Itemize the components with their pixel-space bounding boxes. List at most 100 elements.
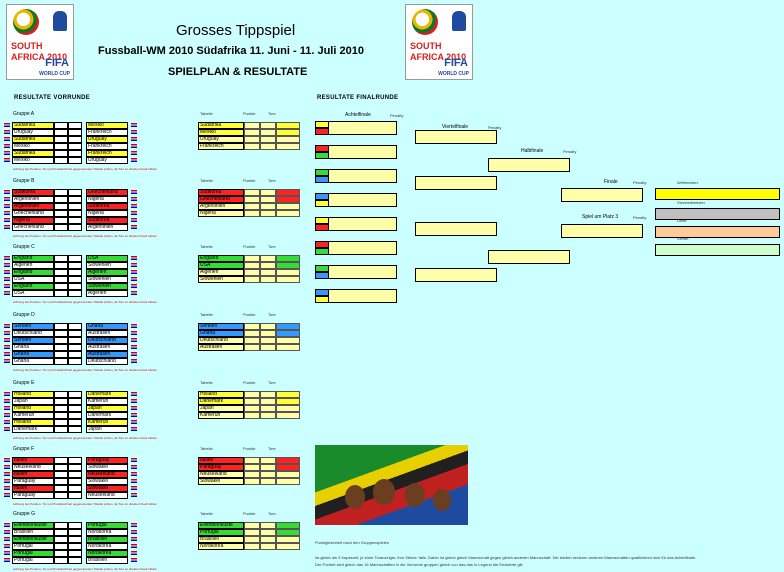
- score-home-input[interactable]: [54, 405, 68, 412]
- score-away-input[interactable]: [68, 196, 82, 203]
- qf-match[interactable]: [415, 222, 497, 236]
- score-away-input[interactable]: [68, 189, 82, 196]
- score-away-input[interactable]: [68, 492, 82, 499]
- score-away-input[interactable]: [68, 412, 82, 419]
- score-home-input[interactable]: [54, 478, 68, 485]
- score-home-input[interactable]: [54, 283, 68, 290]
- score-home-input[interactable]: [54, 522, 68, 529]
- score-home-input[interactable]: [54, 391, 68, 398]
- qf-match[interactable]: [415, 176, 497, 190]
- score-home-input[interactable]: [54, 203, 68, 210]
- score-away-input[interactable]: [68, 543, 82, 550]
- score-away-input[interactable]: [68, 351, 82, 358]
- score-away-input[interactable]: [68, 457, 82, 464]
- score-home-input[interactable]: [54, 492, 68, 499]
- score-home-input[interactable]: [54, 412, 68, 419]
- sf-match[interactable]: [488, 250, 570, 264]
- score-away-input[interactable]: [68, 391, 82, 398]
- qf-match[interactable]: [415, 130, 497, 144]
- score-home-input[interactable]: [54, 290, 68, 297]
- score-away-input[interactable]: [68, 522, 82, 529]
- score-away-input[interactable]: [68, 224, 82, 231]
- score-home-input[interactable]: [54, 426, 68, 433]
- score-away-input[interactable]: [68, 358, 82, 365]
- score-home-input[interactable]: [54, 543, 68, 550]
- score-away-input[interactable]: [68, 136, 82, 143]
- score-home-input[interactable]: [54, 129, 68, 136]
- score-away-input[interactable]: [68, 557, 82, 564]
- score-away-input[interactable]: [68, 398, 82, 405]
- score-away-input[interactable]: [68, 262, 82, 269]
- final-match[interactable]: [561, 188, 643, 202]
- score-home-input[interactable]: [54, 269, 68, 276]
- score-away-input[interactable]: [68, 210, 82, 217]
- score-home-input[interactable]: [54, 457, 68, 464]
- score-away-input[interactable]: [68, 150, 82, 157]
- score-away-input[interactable]: [68, 217, 82, 224]
- score-away-input[interactable]: [68, 122, 82, 129]
- score-away-input[interactable]: [68, 464, 82, 471]
- score-away-input[interactable]: [68, 129, 82, 136]
- score-home-input[interactable]: [54, 262, 68, 269]
- score-away-input[interactable]: [68, 471, 82, 478]
- score-away-input[interactable]: [68, 485, 82, 492]
- score-home-input[interactable]: [54, 398, 68, 405]
- flag-icon: [131, 352, 137, 356]
- score-home-input[interactable]: [54, 337, 68, 344]
- score-home-input[interactable]: [54, 529, 68, 536]
- flag-icon: [131, 263, 137, 267]
- score-away-input[interactable]: [68, 143, 82, 150]
- score-away-input[interactable]: [68, 283, 82, 290]
- score-home-input[interactable]: [54, 150, 68, 157]
- score-home-input[interactable]: [54, 557, 68, 564]
- score-home-input[interactable]: [54, 196, 68, 203]
- score-home-input[interactable]: [54, 344, 68, 351]
- score-away-input[interactable]: [68, 405, 82, 412]
- score-home-input[interactable]: [54, 122, 68, 129]
- score-away-input[interactable]: [68, 550, 82, 557]
- score-away-input[interactable]: [68, 269, 82, 276]
- score-home-input[interactable]: [54, 358, 68, 365]
- score-away-input[interactable]: [68, 203, 82, 210]
- score-home-input[interactable]: [54, 419, 68, 426]
- team-away: Slowenien: [86, 262, 128, 269]
- score-away-input[interactable]: [68, 323, 82, 330]
- trophy-icon: [53, 11, 67, 31]
- score-home-input[interactable]: [54, 210, 68, 217]
- score-away-input[interactable]: [68, 290, 82, 297]
- score-home-input[interactable]: [54, 351, 68, 358]
- score-home-input[interactable]: [54, 255, 68, 262]
- score-home-input[interactable]: [54, 217, 68, 224]
- score-away-input[interactable]: [68, 344, 82, 351]
- score-away-input[interactable]: [68, 529, 82, 536]
- qf-match[interactable]: [415, 268, 497, 282]
- group-footnote: Achtung bei Punkten- Tor und Punktleichh…: [13, 368, 157, 372]
- score-home-input[interactable]: [54, 276, 68, 283]
- score-away-input[interactable]: [68, 255, 82, 262]
- score-away-input[interactable]: [68, 419, 82, 426]
- score-away-input[interactable]: [68, 157, 82, 164]
- score-away-input[interactable]: [68, 337, 82, 344]
- score-home-input[interactable]: [54, 224, 68, 231]
- score-away-input[interactable]: [68, 536, 82, 543]
- flag-icon: [4, 558, 10, 562]
- score-away-input[interactable]: [68, 426, 82, 433]
- score-home-input[interactable]: [54, 464, 68, 471]
- score-away-input[interactable]: [68, 330, 82, 337]
- score-home-input[interactable]: [54, 143, 68, 150]
- table-team: Deutschland: [198, 337, 244, 344]
- score-away-input[interactable]: [68, 276, 82, 283]
- third-place-match[interactable]: [561, 224, 643, 238]
- score-home-input[interactable]: [54, 550, 68, 557]
- score-home-input[interactable]: [54, 323, 68, 330]
- table-goals: [260, 143, 276, 150]
- score-home-input[interactable]: [54, 536, 68, 543]
- score-home-input[interactable]: [54, 471, 68, 478]
- score-away-input[interactable]: [68, 478, 82, 485]
- score-home-input[interactable]: [54, 157, 68, 164]
- sf-match[interactable]: [488, 158, 570, 172]
- score-home-input[interactable]: [54, 330, 68, 337]
- score-home-input[interactable]: [54, 136, 68, 143]
- score-home-input[interactable]: [54, 189, 68, 196]
- score-home-input[interactable]: [54, 485, 68, 492]
